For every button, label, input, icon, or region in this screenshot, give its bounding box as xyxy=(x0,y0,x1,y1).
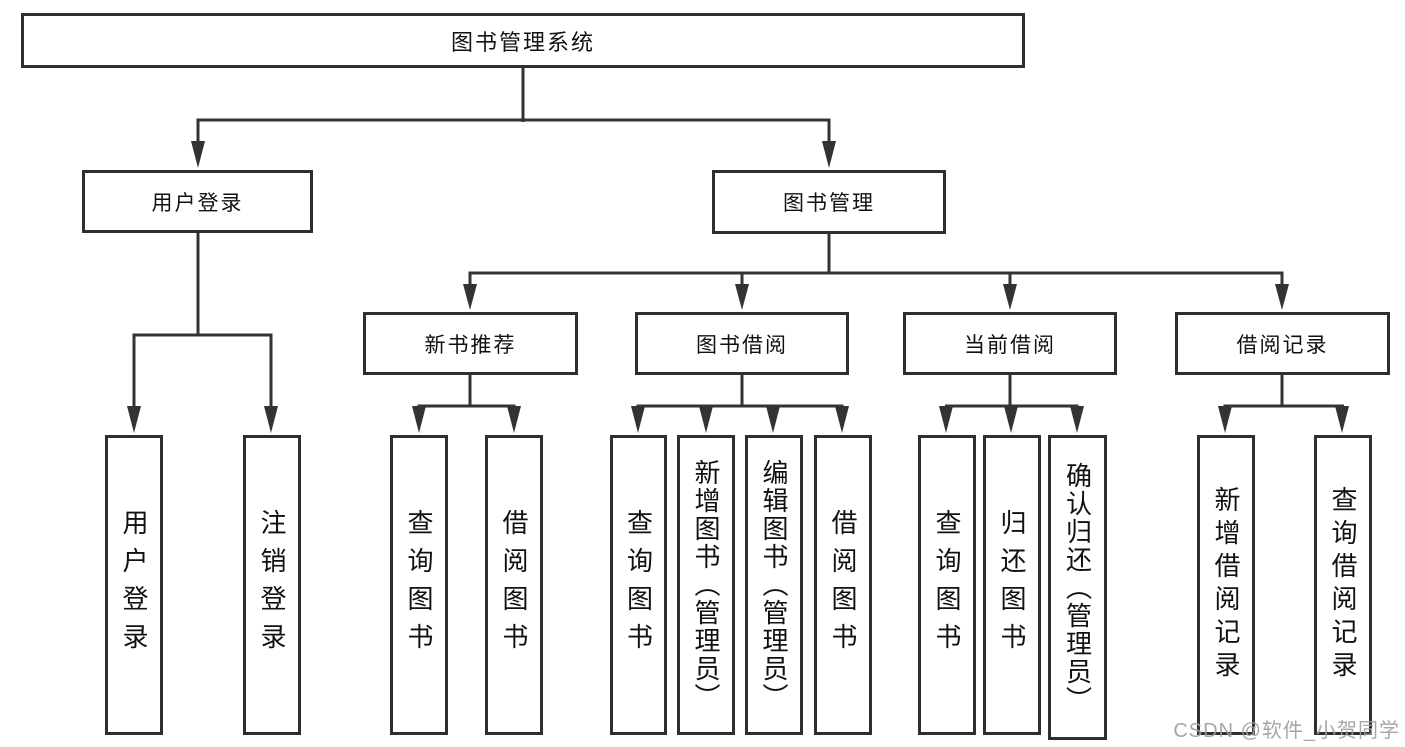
node-new-book-recommend: 新书推荐 xyxy=(363,312,578,375)
node-label: 图书管理 xyxy=(783,192,875,215)
node-label: 用户登录 xyxy=(119,509,149,661)
node-current-borrowing: 当前借阅 xyxy=(903,312,1117,375)
leaf-query-books-recommend: 查询图书 xyxy=(390,435,448,735)
connector-bookmgmt-to-level3 xyxy=(463,234,1289,310)
node-borrowing-records: 借阅记录 xyxy=(1175,312,1390,375)
node-user-login: 用户登录 xyxy=(82,170,313,233)
csdn-watermark: CSDN @软件_小贺同学 xyxy=(1173,720,1400,742)
node-label: 图书管理系统 xyxy=(450,29,595,55)
connector-current-to-leaves xyxy=(939,375,1084,433)
node-book-borrowing: 图书借阅 xyxy=(635,312,849,375)
node-label: 查询图书 xyxy=(932,509,962,661)
connector-records-to-leaves xyxy=(1218,375,1349,433)
connector-newbooks-to-leaves xyxy=(412,375,521,433)
node-book-management: 图书管理 xyxy=(712,170,946,234)
connector-userlogin-to-leaves xyxy=(127,233,278,433)
node-label: 编辑图书（管理员） xyxy=(759,459,789,711)
connector-root-to-level2 xyxy=(191,68,836,168)
node-label: 新增图书（管理员） xyxy=(691,459,721,711)
leaf-borrow-books-recommend: 借阅图书 xyxy=(485,435,543,735)
leaf-query-books-borrow: 查询图书 xyxy=(610,435,667,735)
leaf-edit-books-admin: 编辑图书（管理员） xyxy=(745,435,803,735)
node-label: 用户登录 xyxy=(151,191,244,215)
leaf-query-books-current: 查询图书 xyxy=(918,435,976,735)
node-label: 新书推荐 xyxy=(424,333,517,357)
node-label: 借阅图书 xyxy=(499,509,529,661)
node-label: 注销登录 xyxy=(257,509,287,661)
node-label: 归还图书 xyxy=(997,509,1027,661)
connector-borrow-to-leaves xyxy=(631,375,849,433)
node-label: 查询借阅记录 xyxy=(1328,486,1358,684)
node-label: 借阅图书 xyxy=(828,509,858,661)
node-label: 新增借阅记录 xyxy=(1211,486,1241,684)
node-library-management-system: 图书管理系统 xyxy=(21,13,1025,68)
leaf-confirm-return-admin: 确认归还（管理员） xyxy=(1048,435,1107,740)
leaf-add-borrow-record: 新增借阅记录 xyxy=(1197,435,1255,735)
node-label: 确认归还（管理员） xyxy=(1062,461,1093,714)
leaf-return-books: 归还图书 xyxy=(983,435,1041,735)
node-label: 查询图书 xyxy=(404,509,434,661)
leaf-user-login: 用户登录 xyxy=(105,435,163,735)
node-label: 借阅记录 xyxy=(1236,333,1329,357)
leaf-borrow-books: 借阅图书 xyxy=(814,435,872,735)
node-label: 图书借阅 xyxy=(696,333,788,357)
leaf-logout: 注销登录 xyxy=(243,435,301,735)
node-label: 查询图书 xyxy=(623,509,654,661)
leaf-add-books-admin: 新增图书（管理员） xyxy=(677,435,735,735)
leaf-query-borrow-record: 查询借阅记录 xyxy=(1314,435,1372,735)
node-label: 当前借阅 xyxy=(964,333,1056,357)
